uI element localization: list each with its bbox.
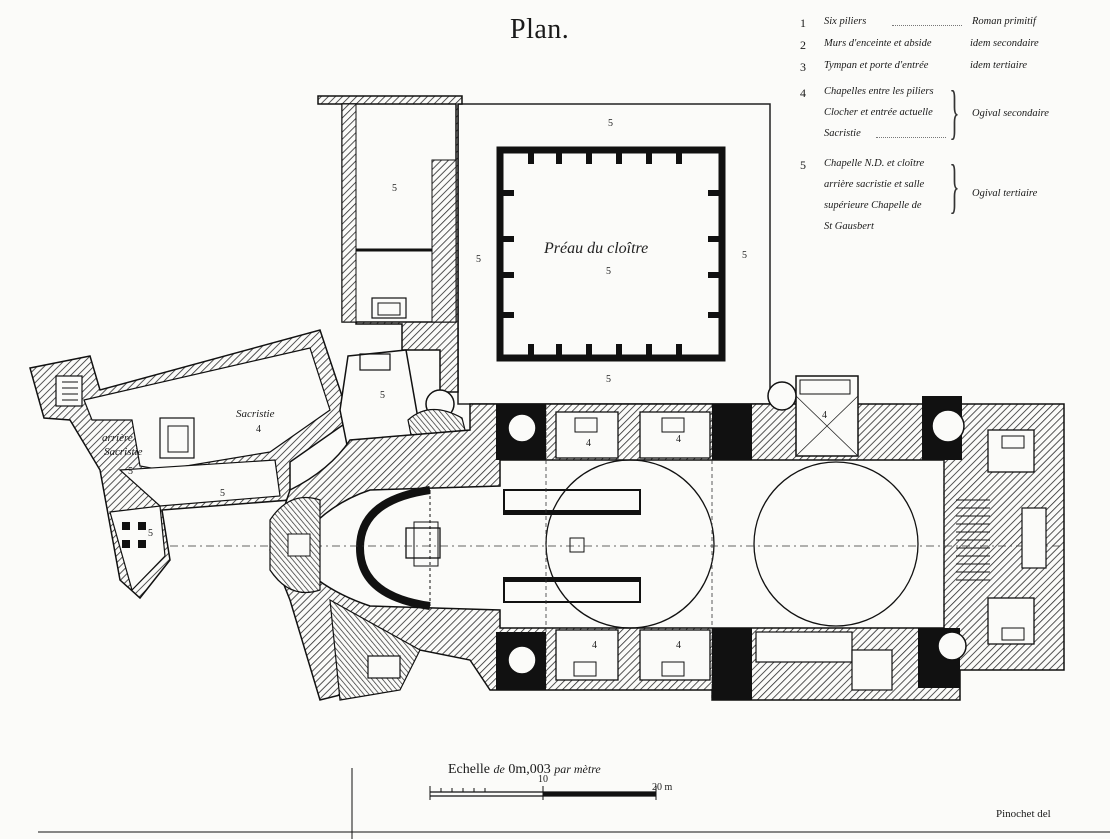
- legend-text: Tympan et porte d'entrée: [824, 60, 929, 71]
- legend-text: arrière sacristie et salle: [824, 179, 925, 190]
- church: [170, 375, 1065, 701]
- sacristy-wing: [29, 329, 351, 600]
- legend-num: 3: [800, 60, 806, 74]
- sacristy-label: Sacristie: [236, 408, 275, 420]
- room-number: 5: [128, 466, 133, 477]
- legend-text: Chapelles entre les piliers: [824, 86, 934, 97]
- scale-caption: Echelle de 0m,003 par mètre: [448, 762, 601, 778]
- legend-leader: [876, 128, 946, 138]
- legend-num: 2: [800, 38, 806, 52]
- rear-sacristy-label: arrière: [102, 432, 133, 444]
- legend-style: idem secondaire: [970, 38, 1039, 49]
- scale-de: de: [493, 762, 505, 776]
- draftsman-credit: Pinochet del: [996, 808, 1051, 820]
- legend-num: 4: [800, 86, 806, 100]
- scale-label: Echelle: [448, 762, 490, 777]
- cloister: [457, 103, 771, 405]
- room-number: 5: [608, 118, 613, 129]
- plan-title: Plan.: [510, 14, 570, 45]
- frame-lines: [38, 768, 1110, 839]
- scale-par: par mètre: [554, 762, 601, 776]
- scale-tick-label: 10: [538, 774, 548, 785]
- scale-tick-label: 20 m: [652, 782, 673, 793]
- scale-bar: [429, 786, 657, 800]
- legend-brace: }: [949, 79, 960, 145]
- legend-style: idem tertiaire: [970, 60, 1028, 71]
- room-number: 5: [606, 266, 611, 277]
- legend-text: Murs d'enceinte et abside: [824, 38, 932, 49]
- room-number: 4: [822, 410, 827, 421]
- legend-text: Sacristie: [824, 128, 861, 139]
- upper-building: [317, 95, 463, 393]
- legend-style: Ogival tertiaire: [972, 188, 1038, 199]
- room-number: 5: [392, 183, 397, 194]
- room-number: 5: [148, 528, 153, 539]
- legend-text: St Gausbert: [824, 221, 874, 232]
- rear-sacristy-label: Sacristie: [104, 446, 143, 458]
- legend-num: 5: [800, 158, 806, 172]
- legend-brace: }: [949, 153, 960, 219]
- legend-text: Six piliers: [824, 16, 867, 27]
- room-number: 5: [476, 254, 481, 265]
- legend-text: Clocher et entrée actuelle: [824, 107, 933, 118]
- room-number: 5: [606, 374, 611, 385]
- room-number: 4: [592, 640, 597, 651]
- room-number: 4: [676, 434, 681, 445]
- legend-text: supérieure Chapelle de: [824, 200, 922, 211]
- room-number: 4: [676, 640, 681, 651]
- room-number: 4: [586, 438, 591, 449]
- legend-text: Chapelle N.D. et cloître: [824, 158, 925, 169]
- legend-leader: [892, 16, 962, 26]
- room-number: 5: [380, 390, 385, 401]
- room-number: 5: [742, 250, 747, 261]
- room-number: 5: [220, 488, 225, 499]
- room-number: 4: [256, 424, 261, 435]
- legend-style: Roman primitif: [972, 16, 1036, 27]
- cloister-label: Préau du cloître: [544, 240, 649, 257]
- legend-num: 1: [800, 16, 806, 30]
- scale-value: 0m,003: [508, 762, 551, 777]
- legend-style: Ogival secondaire: [972, 108, 1049, 119]
